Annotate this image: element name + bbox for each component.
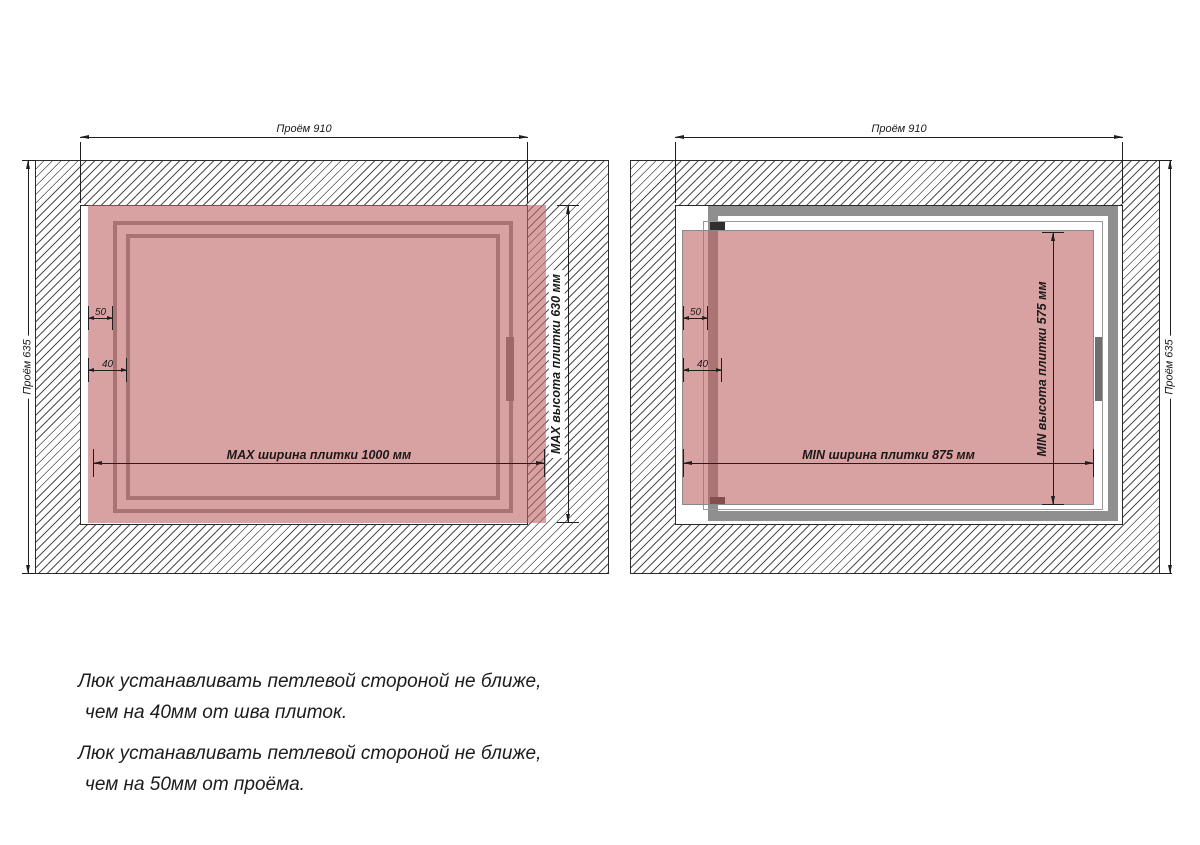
extension-line xyxy=(683,449,684,477)
dim-label-tile-width-max: MAX ширина плитки 1000 мм xyxy=(226,447,412,462)
dim-label-offset-40-right: 40 xyxy=(696,358,709,370)
tile-area-max xyxy=(88,205,546,523)
dim-tile-width-min: MIN ширина плитки 875 мм xyxy=(683,448,1094,470)
dim-arrow-right-icon xyxy=(107,316,113,320)
dim-arrow-left-icon xyxy=(683,316,689,320)
extension-line xyxy=(22,573,35,574)
extension-line xyxy=(1159,160,1172,161)
note-hinge-seam: Люк устанавливать петлевой стороной не б… xyxy=(78,666,541,728)
dim-line xyxy=(568,205,569,523)
dim-label-opening-height-right: Проём 635 xyxy=(1163,335,1177,399)
dim-line xyxy=(675,137,1123,138)
hatch-handle-right xyxy=(1095,337,1102,401)
extension-line xyxy=(707,306,708,330)
dim-label-tile-height-min: MIN высота плитки 575 мм xyxy=(1035,280,1050,457)
dim-arrow-down-icon xyxy=(1168,565,1172,574)
extension-line xyxy=(1042,232,1064,233)
extension-line xyxy=(544,449,545,477)
dim-line xyxy=(683,318,708,319)
extension-line xyxy=(1093,449,1094,477)
dim-opening-height-right: Проём 635 xyxy=(1163,160,1177,574)
extension-line xyxy=(683,358,684,382)
dim-opening-width-left: Проём 910 xyxy=(80,123,528,144)
dim-arrow-right-icon xyxy=(519,135,528,139)
dim-arrow-left-icon xyxy=(683,461,692,465)
dim-arrow-up-icon xyxy=(1168,160,1172,169)
dim-label-tile-height-max: MAX высота плитки 630 мм xyxy=(549,269,565,459)
extension-line xyxy=(93,449,94,477)
extension-line xyxy=(527,142,528,203)
note-hinge-seam-line-2: чем на 40мм от шва плиток. xyxy=(85,702,348,723)
extension-line xyxy=(721,358,722,382)
dim-arrow-up-icon xyxy=(1051,232,1055,241)
dim-line xyxy=(1053,232,1054,505)
dim-line xyxy=(683,463,1094,464)
extension-line xyxy=(557,205,579,206)
note-hinge-opening: Люк устанавливать петлевой стороной не б… xyxy=(78,738,541,800)
dim-offset-50-left: 50 xyxy=(88,307,113,324)
dim-opening-width-right: Проём 910 xyxy=(675,123,1123,144)
extension-line xyxy=(88,306,89,330)
dim-arrow-down-icon xyxy=(1051,496,1055,505)
dim-label-offset-50-left: 50 xyxy=(94,306,107,318)
dim-tile-width-max: MAX ширина плитки 1000 мм xyxy=(93,448,545,470)
dim-arrow-up-icon xyxy=(26,160,30,169)
dim-line xyxy=(80,137,528,138)
dim-label-offset-50-right: 50 xyxy=(689,306,702,318)
dim-arrow-right-icon xyxy=(1114,135,1123,139)
dim-line xyxy=(88,370,127,371)
note-hinge-opening-line-2: чем на 50мм от проёма. xyxy=(85,774,305,795)
dim-line xyxy=(683,370,722,371)
dim-arrow-left-icon xyxy=(88,316,94,320)
dim-arrow-right-icon xyxy=(702,316,708,320)
dim-offset-50-right: 50 xyxy=(683,307,708,324)
dim-line xyxy=(88,318,113,319)
dim-arrow-right-icon xyxy=(121,368,127,372)
hinge-top-icon xyxy=(710,222,725,230)
dim-offset-40-left: 40 xyxy=(88,359,127,376)
dim-arrow-down-icon xyxy=(566,514,570,523)
dim-arrow-right-icon xyxy=(1085,461,1094,465)
dim-arrow-right-icon xyxy=(716,368,722,372)
dim-tile-height-min: MIN высота плитки 575 мм xyxy=(1035,232,1060,505)
extension-line xyxy=(1159,573,1172,574)
dim-arrow-left-icon xyxy=(88,368,94,372)
dim-arrow-left-icon xyxy=(675,135,684,139)
extension-line xyxy=(22,160,35,161)
dim-label-opening-width-left: Проём 910 xyxy=(273,123,335,136)
note-hinge-opening-line-1: Люк устанавливать петлевой стороной не б… xyxy=(78,743,542,764)
note-hinge-seam-line-1: Люк устанавливать петлевой стороной не б… xyxy=(78,671,542,692)
dim-arrow-right-icon xyxy=(536,461,545,465)
extension-line xyxy=(1042,504,1064,505)
dim-offset-40-right: 40 xyxy=(683,359,722,376)
extension-line xyxy=(557,522,579,523)
extension-line xyxy=(126,358,127,382)
dim-arrow-left-icon xyxy=(80,135,89,139)
dim-arrow-down-icon xyxy=(26,565,30,574)
dim-label-opening-height-left: Проём 635 xyxy=(21,335,35,399)
extension-line xyxy=(80,142,81,203)
dim-arrow-up-icon xyxy=(566,205,570,214)
dim-label-opening-width-right: Проём 910 xyxy=(868,123,930,136)
extension-line xyxy=(675,142,676,203)
extension-line xyxy=(88,358,89,382)
extension-line xyxy=(683,306,684,330)
dim-opening-height-left: Проём 635 xyxy=(21,160,35,574)
dim-label-tile-width-min: MIN ширина плитки 875 мм xyxy=(802,447,975,462)
dim-label-offset-40-left: 40 xyxy=(101,358,114,370)
dim-tile-height-max: MAX высота плитки 630 мм xyxy=(549,205,575,523)
extension-line xyxy=(1122,142,1123,203)
dim-arrow-left-icon xyxy=(93,461,102,465)
tile-area-min xyxy=(682,230,1094,505)
extension-line xyxy=(112,306,113,330)
dim-line xyxy=(93,463,545,464)
dim-arrow-left-icon xyxy=(683,368,689,372)
